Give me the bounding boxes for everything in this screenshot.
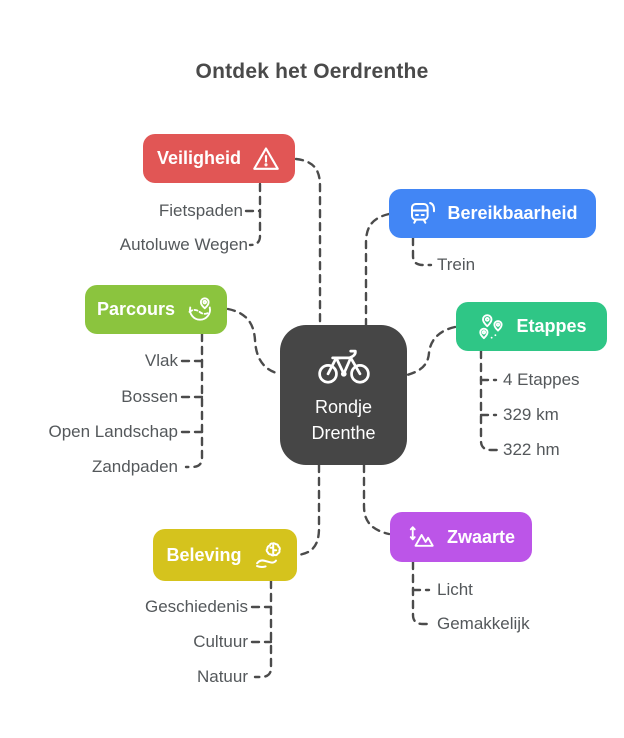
leaf-gemakkelijk[interactable]: Gemakkelijk — [437, 614, 530, 633]
branch-node-beleving[interactable]: Beleving — [153, 529, 297, 581]
branch-label-parcours: Parcours — [96, 299, 176, 319]
map-pins-icon — [476, 312, 506, 342]
train-icon — [407, 199, 437, 229]
connector-zwaarte-center — [362, 463, 391, 536]
leaf-zandpaden[interactable]: Zandpaden — [91, 457, 178, 476]
branch-label-beleving: Beleving — [166, 544, 242, 565]
branch-node-etappes[interactable]: Etappes — [456, 302, 607, 351]
connector-etappes-center — [405, 325, 457, 377]
connector-parcours-center — [226, 307, 282, 376]
leaf-fietspaden[interactable]: Fietspaden — [158, 201, 243, 220]
branch-label-zwaarte: Zwaarte — [446, 526, 516, 547]
warning-icon — [251, 144, 281, 174]
leaf-329-km[interactable]: 329 km — [503, 405, 559, 424]
leaf-open-landschap[interactable]: Open Landschap — [48, 422, 179, 441]
page-title: Ontdek het Oerdrenthe — [195, 60, 429, 83]
hand-brain-icon — [252, 539, 284, 571]
branch-label-veiligheid: Veiligheid — [156, 148, 242, 168]
leaf-trein[interactable]: Trein — [437, 255, 476, 274]
bicycle-icon — [316, 344, 372, 386]
leaf-autoluwe-wegen[interactable]: Autoluwe Wegen — [119, 235, 248, 254]
branch-node-bereikbaarheid[interactable]: Bereikbaarheid — [389, 189, 596, 238]
connector-beleving-center — [296, 463, 321, 557]
leaf-licht[interactable]: Licht — [437, 580, 473, 599]
branch-label-etappes: Etappes — [516, 316, 587, 336]
connector-veiligheid-children — [248, 182, 262, 247]
leaf-cultuur[interactable]: Cultuur — [193, 632, 248, 651]
leaf-vlak[interactable]: Vlak — [144, 351, 178, 370]
center-label-line2: Drenthe — [311, 423, 376, 443]
center-label-line1: Rondje — [314, 397, 373, 417]
route-map-icon — [185, 295, 215, 325]
leaf-4-etappes[interactable]: 4 Etappes — [503, 370, 580, 389]
connector-etappes-children — [479, 349, 499, 452]
leaf-natuur[interactable]: Natuur — [196, 667, 248, 686]
leaf-322-hm[interactable]: 322 hm — [503, 440, 560, 459]
leaf-bossen[interactable]: Bossen — [121, 387, 178, 406]
leaf-geschiedenis[interactable]: Geschiedenis — [144, 597, 248, 616]
connector-bereikbaarheid-center — [364, 212, 391, 327]
branch-node-parcours[interactable]: Parcours — [85, 285, 227, 334]
connector-beleving-children — [253, 579, 273, 679]
connector-parcours-children — [184, 332, 204, 469]
branch-node-zwaarte[interactable]: Zwaarte — [390, 512, 532, 562]
center-node-rondje-drenthe[interactable]: Rondje Drenthe — [280, 325, 407, 465]
mountains-icon — [407, 522, 437, 552]
branch-node-veiligheid[interactable]: Veiligheid — [143, 134, 295, 183]
connector-bereikbaarheid-children — [411, 236, 433, 267]
connector-veiligheid-center — [294, 157, 322, 327]
connector-zwaarte-children — [411, 560, 431, 626]
branch-label-bereikbaarheid: Bereikbaarheid — [447, 203, 578, 223]
